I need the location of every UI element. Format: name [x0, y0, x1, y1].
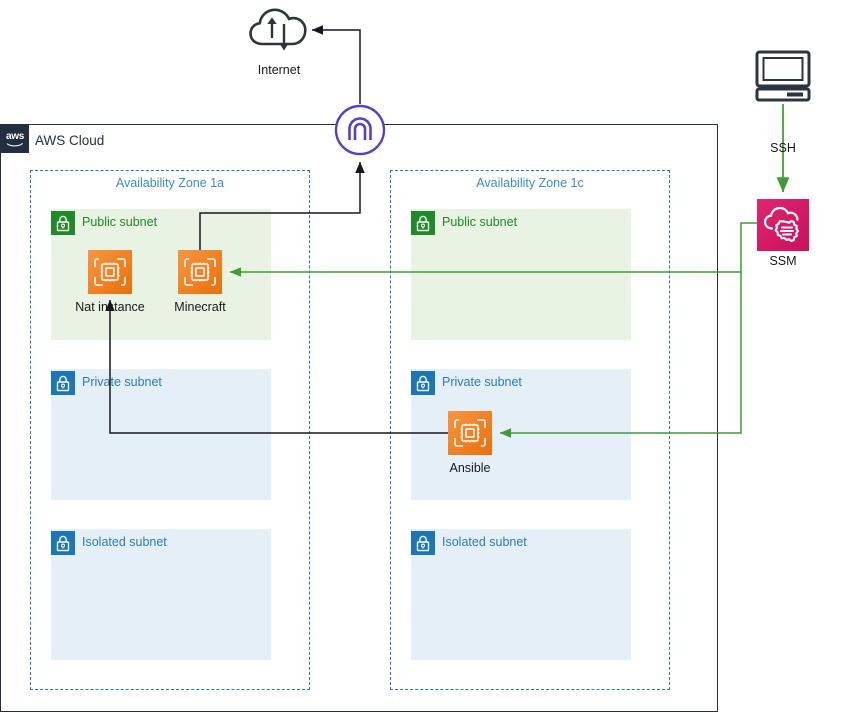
- lock-icon: [411, 211, 435, 235]
- subnet-1a-public-label: Public subnet: [82, 215, 158, 229]
- ec2-instance-icon[interactable]: [448, 411, 492, 455]
- aws-cloud-label: AWS Cloud: [35, 133, 105, 148]
- lock-icon: [51, 531, 75, 555]
- availability-zone-1c-label: Availability Zone 1c: [476, 176, 584, 190]
- internet-cloud-icon: [248, 4, 310, 56]
- availability-zone-1a-label: Availability Zone 1a: [115, 176, 225, 190]
- subnet-1a-private-label: Private subnet: [82, 375, 162, 389]
- internet-gateway-icon[interactable]: [334, 104, 386, 156]
- lock-icon: [411, 531, 435, 555]
- minecraft-label: Minecraft: [174, 300, 226, 314]
- internet-label: Internet: [257, 63, 301, 77]
- ansible-label: Ansible: [449, 461, 491, 475]
- ec2-instance-icon[interactable]: [178, 250, 222, 294]
- subnet-1a-isolated-label: Isolated subnet: [82, 535, 167, 549]
- ssh-connection-label: SSH: [770, 141, 796, 155]
- aws-systems-manager-icon[interactable]: [757, 199, 809, 251]
- lock-icon: [51, 211, 75, 235]
- subnet-1c-isolated-label: Isolated subnet: [442, 535, 527, 549]
- aws-swoosh-icon: [6, 142, 23, 146]
- subnet-1c-public-label: Public subnet: [442, 215, 518, 229]
- nat-instance-label: Nat instance: [75, 300, 145, 314]
- lock-icon: [411, 371, 435, 395]
- subnet-1c-isolated: [411, 529, 631, 660]
- aws-logo-text: aws: [5, 130, 24, 142]
- aws-logo-icon: aws: [1, 125, 29, 153]
- lock-icon: [51, 371, 75, 395]
- subnet-1c-private-label: Private subnet: [442, 375, 522, 389]
- ec2-instance-icon[interactable]: [88, 250, 132, 294]
- computer-icon: [754, 50, 812, 102]
- ssm-label: SSM: [769, 254, 797, 268]
- subnet-1a-isolated: [51, 529, 271, 660]
